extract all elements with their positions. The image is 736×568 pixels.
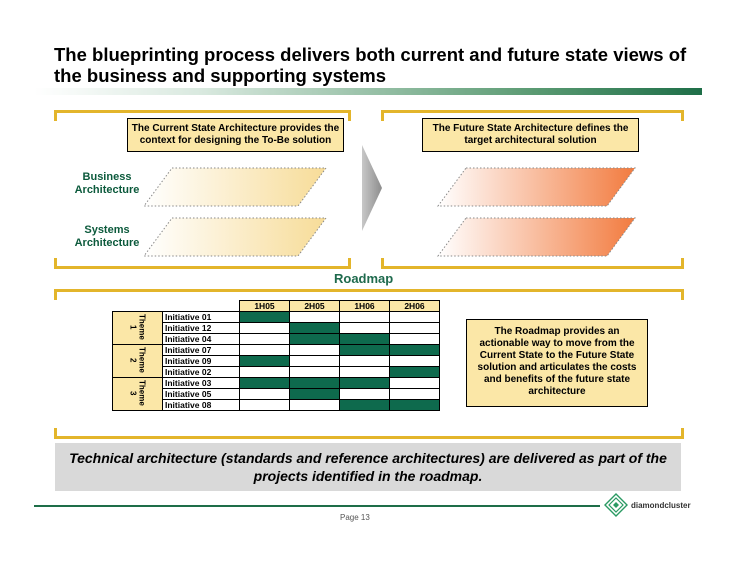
current-systems-layer (143, 217, 327, 257)
scheduled-cell (339, 377, 390, 389)
empty-cell (289, 399, 340, 411)
theme-label: Theme 2 (112, 344, 163, 378)
scheduled-cell (289, 388, 340, 400)
roadmap-header-row: 1H05 2H05 1H06 2H06 (113, 300, 440, 312)
page-number: Page 13 (340, 513, 370, 522)
current-state-callout: The Current State Architecture provides … (127, 118, 344, 152)
empty-cell (239, 322, 290, 334)
scheduled-cell (289, 333, 340, 345)
initiative-name: Initiative 08 (162, 399, 240, 411)
future-systems-layer (437, 217, 636, 257)
scheduled-cell (289, 377, 340, 389)
bottom-rule (34, 505, 600, 507)
period-header: 1H05 (239, 300, 290, 312)
grid-corner (113, 301, 163, 312)
scheduled-cell (339, 333, 390, 345)
future-business-layer (437, 167, 636, 207)
period-header: 1H06 (339, 300, 390, 312)
theme-label-text: Theme 2 (128, 347, 147, 373)
initiative-name: Initiative 01 (162, 311, 240, 323)
empty-cell (389, 322, 440, 334)
title-rule (34, 88, 702, 95)
empty-cell (389, 355, 440, 367)
empty-cell (239, 366, 290, 378)
initiative-name: Initiative 04 (162, 333, 240, 345)
initiative-row: Theme 2 Initiative 07 (112, 344, 440, 378)
future-bracket-bottom (381, 258, 684, 269)
period-header: 2H06 (389, 300, 440, 312)
scheduled-cell (289, 322, 340, 334)
empty-cell (389, 333, 440, 345)
empty-cell (389, 388, 440, 400)
empty-cell (239, 388, 290, 400)
empty-cell (289, 311, 340, 323)
empty-cell (289, 344, 340, 356)
initiative-name: Initiative 07 (162, 344, 240, 356)
initiative-row: Initiative 02 (113, 366, 440, 378)
scheduled-cell (339, 344, 390, 356)
roadmap-callout: The Roadmap provides an actionable way t… (466, 319, 648, 407)
page-title: The blueprinting process delivers both c… (54, 44, 687, 86)
initiative-row: Initiative 09 (113, 355, 440, 367)
theme-label-text: Theme 3 (128, 380, 147, 406)
empty-cell (239, 344, 290, 356)
roadmap-bracket-top (54, 289, 684, 300)
initiative-name: Initiative 09 (162, 355, 240, 367)
initiative-row: Initiative 08 (113, 399, 440, 411)
empty-cell (339, 322, 390, 334)
initiative-name: Initiative 02 (162, 366, 240, 378)
empty-cell (289, 366, 340, 378)
scheduled-cell (389, 366, 440, 378)
initiative-row: Theme 1 Initiative 01 (112, 311, 440, 345)
empty-cell (289, 355, 340, 367)
scheduled-cell (239, 355, 290, 367)
grid-corner (163, 301, 240, 312)
transition-arrow (362, 145, 382, 231)
scheduled-cell (339, 399, 390, 411)
logo-text: diamondcluster (631, 501, 691, 510)
business-architecture-label: Business Architecture (74, 171, 140, 196)
initiative-name: Initiative 03 (162, 377, 240, 389)
roadmap-label: Roadmap (334, 271, 394, 286)
scheduled-cell (239, 311, 290, 323)
empty-cell (339, 388, 390, 400)
roadmap-bracket-bottom (54, 428, 684, 439)
future-bracket-top (381, 110, 684, 121)
theme-label-text: Theme 1 (128, 314, 147, 340)
empty-cell (339, 355, 390, 367)
current-bracket-top (54, 110, 351, 121)
empty-cell (339, 311, 390, 323)
systems-architecture-label: Systems Architecture (74, 224, 140, 249)
scheduled-cell (389, 344, 440, 356)
initiative-name: Initiative 12 (162, 322, 240, 334)
initiative-name: Initiative 05 (162, 388, 240, 400)
future-state-callout: The Future State Architecture defines th… (422, 118, 639, 152)
roadmap-grid: 1H05 2H05 1H06 2H06 Theme 1 Initiative 01… (112, 300, 440, 411)
footer-note: Technical architecture (standards and re… (55, 443, 681, 491)
initiative-row: Initiative 04 (113, 333, 440, 345)
empty-cell (239, 399, 290, 411)
empty-cell (239, 333, 290, 345)
scheduled-cell (239, 377, 290, 389)
empty-cell (389, 377, 440, 389)
architecture-layers (143, 145, 636, 257)
current-bracket-bottom (54, 258, 351, 269)
empty-cell (339, 366, 390, 378)
scheduled-cell (389, 399, 440, 411)
theme-label: Theme 3 (112, 377, 163, 411)
initiative-row: Theme 3 Initiative 03 (112, 377, 440, 411)
diamondcluster-logo (604, 493, 628, 517)
current-business-layer (143, 167, 327, 207)
theme-label: Theme 1 (112, 311, 163, 345)
initiative-row: Initiative 12 (113, 322, 440, 334)
initiative-row: Initiative 05 (113, 388, 440, 400)
empty-cell (389, 311, 440, 323)
period-header: 2H05 (289, 300, 340, 312)
